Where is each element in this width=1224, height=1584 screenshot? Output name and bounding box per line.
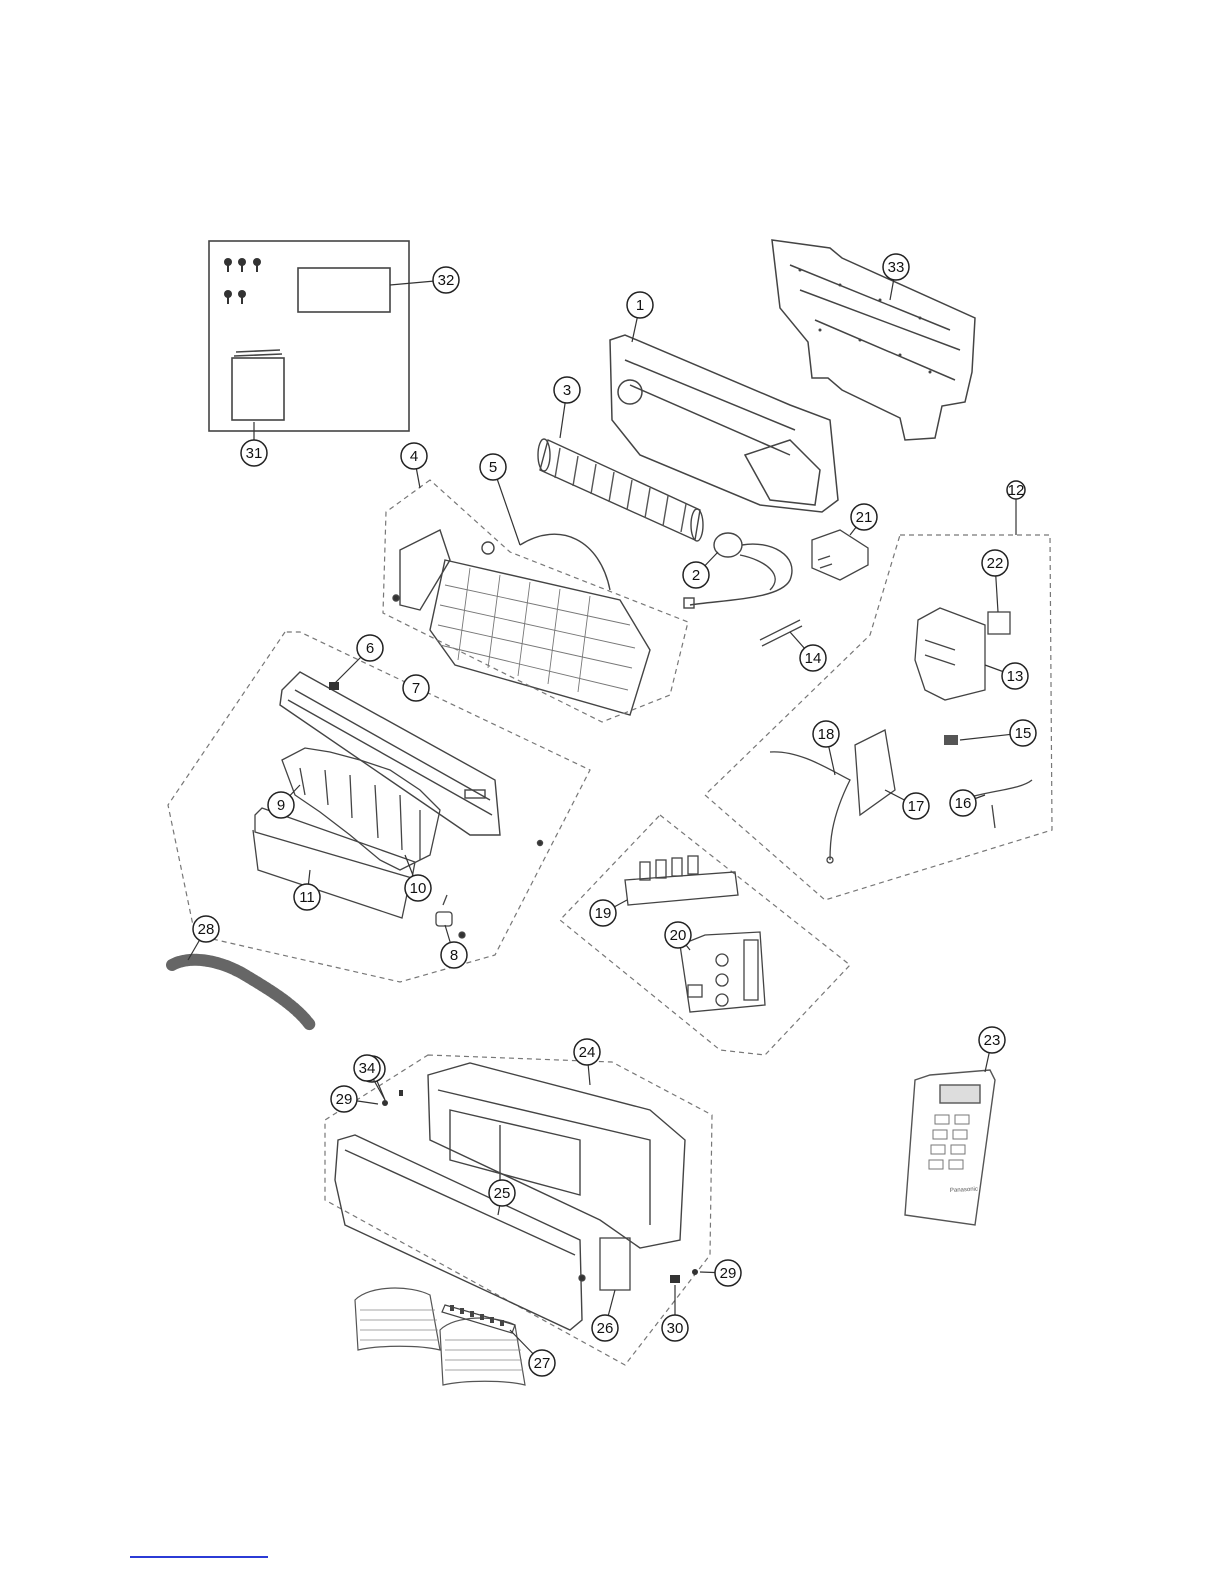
callout-number: 8 [450, 947, 458, 964]
louver-motor [436, 895, 465, 938]
electronics-group-outline [705, 535, 1052, 900]
callout-15: 15 [960, 720, 1036, 746]
remote-control: Panasonic [905, 1070, 995, 1225]
manual-booklet-icon [232, 350, 284, 420]
callout-7: 7 [403, 675, 429, 701]
callout-number: 24 [579, 1044, 596, 1061]
callout-16: 16 [950, 790, 985, 816]
callout-number: 4 [410, 448, 418, 465]
callout-number: 19 [595, 905, 612, 922]
main-pcb [680, 932, 765, 1012]
callout-number: 30 [667, 1320, 684, 1337]
callout-24: 24 [574, 1039, 600, 1085]
callout-number: 29 [720, 1265, 737, 1282]
callout-4: 4 [401, 443, 427, 488]
callout-number: 22 [987, 555, 1004, 572]
front-panel [335, 1135, 582, 1330]
callout-5: 5 [480, 454, 520, 545]
terminal-cover [988, 612, 1010, 634]
callout-14: 14 [790, 632, 826, 671]
callout-29: 29 [331, 1086, 378, 1112]
callout-23: 23 [979, 1027, 1005, 1072]
callout-29: 29 [700, 1260, 741, 1286]
callout-number: 17 [908, 798, 925, 815]
chassis-body [610, 335, 838, 512]
callout-number: 26 [597, 1320, 614, 1337]
screw-icons [224, 258, 261, 304]
cross-flow-fan [538, 439, 703, 541]
horizontal-louver [253, 808, 415, 918]
callout-number: 15 [1015, 725, 1032, 742]
front-grille [428, 1063, 685, 1248]
callout-21: 21 [850, 504, 877, 535]
electronic-controller [770, 730, 895, 863]
callout-number: 1 [636, 297, 644, 314]
callout-number: 9 [277, 797, 285, 814]
callout-number: 21 [856, 509, 873, 526]
callout-10: 10 [405, 855, 431, 901]
callout-number: 13 [1007, 668, 1024, 685]
callout-number: 3 [563, 382, 571, 399]
callout-30: 30 [662, 1285, 688, 1341]
callout-number: 6 [366, 640, 374, 657]
callout-13: 13 [985, 663, 1028, 689]
callout-19: 19 [590, 900, 627, 926]
callout-number: 29 [336, 1091, 353, 1108]
vertical-vanes [282, 748, 440, 870]
callout-number: 14 [805, 650, 822, 667]
callout-2: 2 [683, 552, 718, 588]
callout-number: 27 [534, 1355, 551, 1372]
callout-number: 28 [198, 921, 215, 938]
control-box [915, 608, 985, 700]
callout-22: 22 [982, 550, 1008, 612]
indicator-board [625, 856, 738, 905]
callout-number: 31 [246, 445, 263, 462]
callout-number: 25 [494, 1185, 511, 1202]
accessory-kit [209, 241, 409, 431]
callout-17: 17 [885, 790, 929, 819]
callout-3: 3 [554, 377, 580, 438]
callout-number: 20 [670, 927, 687, 944]
callout-11: 11 [294, 870, 320, 910]
callout-32: 32 [390, 267, 459, 293]
callout-8: 8 [441, 925, 467, 968]
callout-31: 31 [241, 422, 267, 466]
drain-hose [172, 960, 310, 1025]
screws-top [382, 1090, 403, 1106]
callout-number: 23 [984, 1032, 1001, 1049]
callout-number: 16 [955, 795, 972, 812]
sensor-box [812, 530, 868, 580]
callout-number: 34 [359, 1060, 376, 1077]
footer-link-underline[interactable] [130, 1556, 268, 1558]
callout-number: 5 [489, 459, 497, 476]
callout-1: 1 [627, 292, 653, 342]
callout-number: 11 [299, 889, 315, 906]
air-filters [355, 1288, 525, 1385]
callout-28: 28 [188, 916, 219, 960]
evaporator-coil [393, 530, 650, 715]
callout-6: 6 [334, 635, 383, 684]
callout-26: 26 [592, 1290, 618, 1341]
callout-number: 10 [410, 880, 427, 897]
callout-number: 18 [818, 726, 835, 743]
remote-brand-text: Panasonic [950, 1187, 978, 1194]
callout-20: 20 [665, 922, 691, 950]
callout-number: 32 [438, 272, 455, 289]
callout-group: 1234567891011121314151617181920212223242… [188, 254, 1036, 1376]
callout-25: 25 [489, 1180, 515, 1215]
connector-part [760, 620, 802, 646]
callout-number: 2 [692, 567, 700, 584]
callout-33: 33 [883, 254, 909, 300]
panel-side-cover [579, 1238, 630, 1290]
callout-12: 12 [1007, 481, 1025, 535]
callout-9: 9 [268, 785, 300, 818]
filter-strip [442, 1305, 515, 1333]
callout-number: 12 [1008, 482, 1025, 499]
callout-27: 27 [510, 1330, 555, 1376]
callout-number: 33 [888, 259, 905, 276]
callout-number: 7 [412, 680, 420, 697]
terminal-block [944, 735, 958, 745]
